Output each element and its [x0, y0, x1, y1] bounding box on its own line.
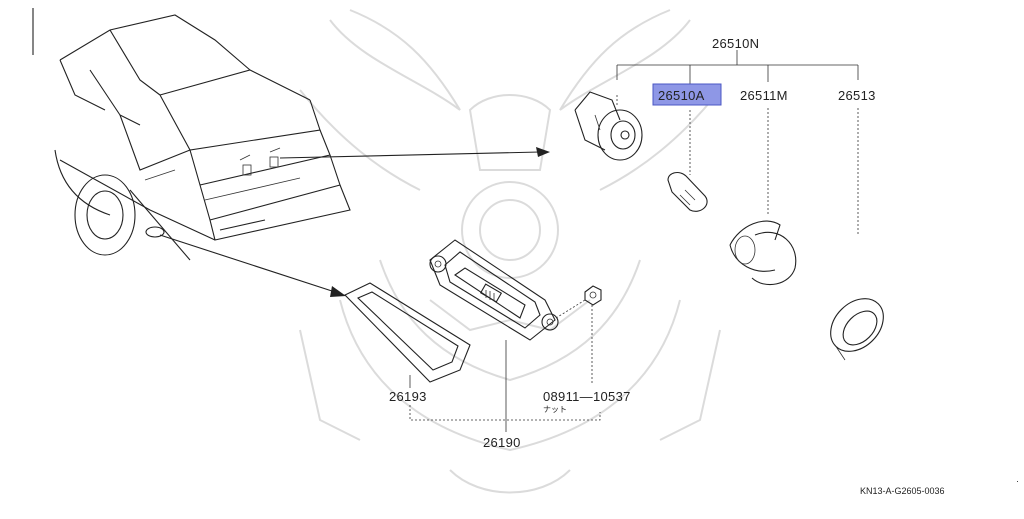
label-nut-katakana: ナット	[543, 405, 567, 414]
nut-part	[555, 285, 602, 319]
diagram-reference-code: KN13-A-G2605-0036	[860, 486, 945, 496]
corner-mark: ·	[1016, 476, 1019, 486]
lamp-housing-part	[429, 239, 559, 341]
watermark-emblem	[299, 9, 721, 494]
car-rear-drawing	[32, 8, 351, 261]
gasket-part	[344, 282, 471, 383]
highlight-box[interactable]	[652, 83, 722, 106]
label-26510N[interactable]: 26510N	[712, 36, 759, 51]
label-26511M[interactable]: 26511M	[740, 88, 788, 103]
bulb-part	[667, 171, 708, 212]
assembly-bracket	[616, 50, 859, 235]
label-26190[interactable]: 26190	[483, 435, 521, 450]
label-26510A[interactable]: 26510A	[658, 88, 705, 103]
label-26513[interactable]: 26513	[838, 88, 876, 103]
bulb-socket-part	[574, 91, 643, 161]
lens-part	[729, 220, 797, 286]
pointer-arrows	[159, 147, 550, 297]
lower-leader-lines	[409, 305, 601, 432]
ring-part	[830, 298, 884, 361]
label-08911-10537[interactable]: 08911—10537	[543, 389, 631, 404]
label-26193[interactable]: 26193	[389, 389, 427, 404]
